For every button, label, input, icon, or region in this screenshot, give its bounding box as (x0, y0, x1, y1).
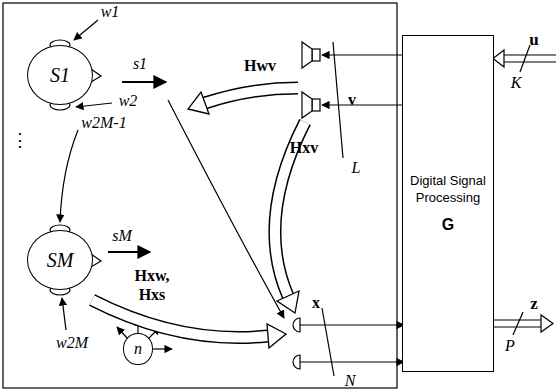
talker-head: S1 (27, 45, 93, 105)
signal-label: w2 (119, 92, 138, 110)
vector-symbol: Hxv (290, 139, 318, 157)
room-outline (3, 3, 397, 388)
signal-label: w2M-1 (81, 114, 126, 132)
vector-symbol: z (530, 294, 538, 314)
transfer-line (168, 100, 284, 318)
node-title: Digital Signal Processing (403, 173, 493, 206)
signal-label: w2M (56, 334, 88, 352)
wires (300, 42, 405, 376)
microphones (293, 318, 300, 369)
processor-box: Digital Signal ProcessingG (402, 35, 494, 372)
vector-symbol: Hwv (244, 57, 276, 75)
vector-symbol: u (529, 30, 538, 50)
signal-label: L (352, 159, 361, 177)
vector-symbol: v (348, 91, 356, 109)
signal-label: sM (112, 227, 132, 245)
vector-symbol: Hxw, (134, 267, 169, 285)
signal-label: s1 (133, 55, 147, 73)
signal-label: K (511, 74, 522, 92)
signal-label: ⋮ (11, 129, 29, 151)
signal-label: N (345, 372, 356, 390)
loudspeakers (302, 42, 320, 118)
signal-label: w1 (101, 3, 120, 21)
io-buses (491, 45, 556, 335)
node-title: S1 (46, 64, 74, 86)
node-symbol: G (438, 216, 458, 234)
signal-label: P (505, 337, 515, 355)
vector-symbol: x (312, 294, 320, 312)
node-title: SM (43, 249, 78, 271)
talker-head: SM (27, 230, 93, 290)
vector-symbol: Hxs (139, 286, 166, 304)
noise-source: n (123, 333, 152, 365)
node-title: n (130, 340, 146, 358)
